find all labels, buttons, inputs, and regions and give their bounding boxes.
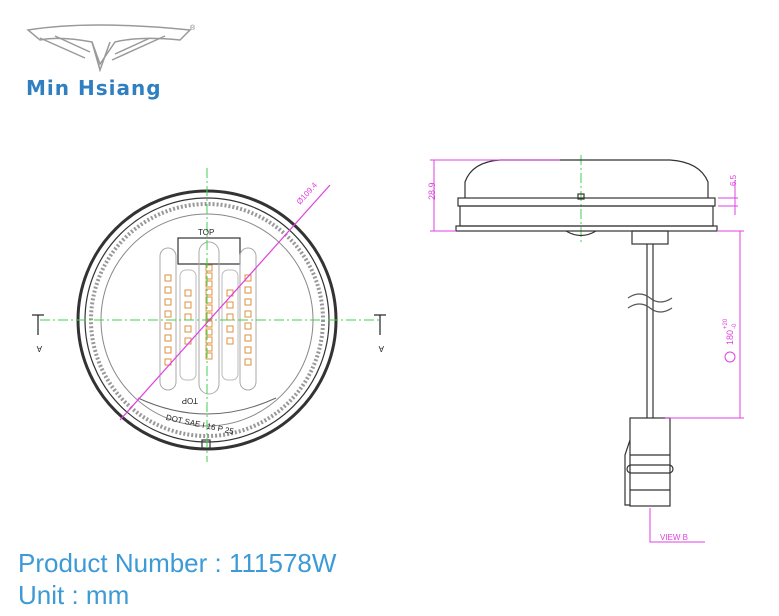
led-chip (205, 280, 213, 288)
diameter-dimension (119, 184, 331, 421)
led-chip (164, 334, 172, 342)
cable-length-label: 180 (725, 330, 735, 345)
height-dimension-label: 28.9 (427, 182, 437, 200)
led-chip (205, 304, 213, 312)
led-chip (184, 289, 192, 297)
led-chip (164, 310, 172, 318)
cable-length-dimension: 180 +20 -0 (723, 318, 738, 363)
side-view (455, 159, 718, 507)
led-chip (205, 352, 213, 360)
led-chip (244, 298, 252, 306)
led-chip (164, 274, 172, 282)
section-mark-right: A (378, 344, 384, 353)
led-chip (244, 286, 252, 294)
led-chip (205, 336, 213, 344)
led-chip (244, 310, 252, 318)
led-chip (244, 322, 252, 330)
led-chip (164, 298, 172, 306)
led-chip (184, 325, 192, 333)
led-chip (164, 358, 172, 366)
led-chip (205, 288, 213, 296)
side-dimensions (430, 159, 744, 543)
section-mark-left: A (36, 344, 42, 353)
logo-wings-icon (26, 24, 192, 73)
led-chip (244, 346, 252, 354)
view-b-label: VIEW B (660, 533, 688, 542)
brand-name: Min Hsiang (26, 76, 162, 100)
registered-mark: ® (190, 24, 196, 32)
led-chip (164, 346, 172, 354)
section-markers (32, 314, 386, 335)
led-chip (226, 313, 234, 321)
unit-label: Unit : mm (18, 580, 130, 610)
led-chip (226, 325, 234, 333)
led-chip (164, 286, 172, 294)
led-chip (244, 358, 252, 366)
bottom-top-label: TOP (182, 396, 198, 405)
led-chip (205, 264, 213, 272)
flange-dimension-label: 6.5 (729, 174, 738, 186)
led-chip (184, 301, 192, 309)
led-chip (205, 272, 213, 280)
led-chip (205, 312, 213, 320)
led-chip (205, 344, 213, 352)
product-number: Product Number : 111578W (18, 548, 337, 578)
led-chip (226, 337, 234, 345)
cable-tolerance-lower: -0 (732, 323, 738, 329)
led-chip (205, 296, 213, 304)
led-chip (244, 274, 252, 282)
diameter-label: Ø109.4 (295, 180, 320, 206)
led-array (164, 264, 252, 366)
led-chip (244, 334, 252, 342)
led-chip (205, 328, 213, 336)
cable-tolerance-upper: +20 (723, 318, 729, 329)
led-chip (164, 322, 172, 330)
top-label: TOP (198, 228, 214, 237)
led-chip (226, 301, 234, 309)
led-chip (184, 313, 192, 321)
